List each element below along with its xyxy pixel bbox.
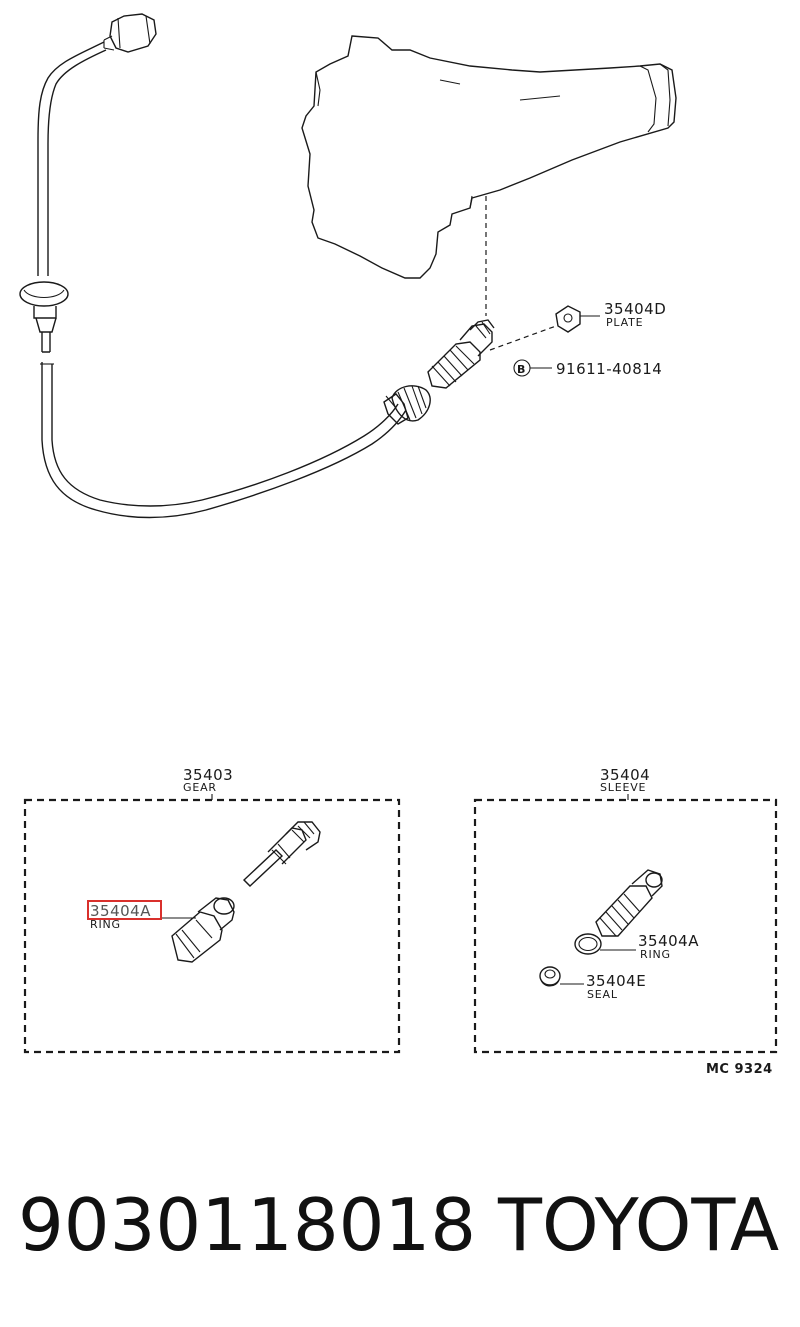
bolt-part-number: 91611-40814	[556, 360, 662, 378]
sleeve-kit-seal-part-number: 35404E	[586, 972, 646, 990]
sleeve-kit-part-number: 35404	[600, 766, 650, 784]
bolt-symbol: B	[517, 363, 525, 376]
gear-kit-label: GEAR	[183, 781, 217, 794]
footer-part-number: 9030118018	[18, 1183, 477, 1267]
sleeve-kit-ring-label: RING	[640, 948, 671, 961]
plate-part-number: 35404D	[604, 300, 666, 318]
plate-35404d	[555, 305, 600, 333]
gear-kit-box	[23, 798, 401, 1054]
gear-kit-ring-label: RING	[90, 918, 121, 931]
diagram-canvas: 35404D PLATE B 91611-40814 35403 GEAR 35…	[19, 13, 778, 1077]
driven-gear-sleeve	[427, 319, 495, 389]
gear-kit-ring-part-number: 35404A	[90, 902, 151, 920]
sleeve-kit-ring-part-number: 35404A	[638, 932, 699, 950]
speedometer-cable	[19, 13, 431, 519]
alignment-line-plate	[489, 325, 557, 351]
transmission-housing	[301, 35, 677, 279]
sleeve-kit-sleeve	[595, 869, 663, 937]
product-footer: 9030118018 TOYOTA	[0, 1175, 800, 1275]
ring-highlight-box	[87, 900, 162, 920]
plate-label: PLATE	[606, 316, 643, 329]
driven-gear-shaft	[242, 821, 321, 887]
oil-seal	[539, 966, 584, 987]
gear-kit-sleeve	[171, 897, 235, 963]
sleeve-kit-label: SLEEVE	[600, 781, 646, 794]
diagram-reference-code: MC 9324	[706, 1062, 773, 1077]
sleeve-kit-box	[473, 798, 778, 1054]
bolt-callout: B	[513, 359, 552, 377]
o-ring	[574, 933, 636, 955]
gear-kit-part-number: 35403	[183, 766, 233, 784]
sleeve-kit-seal-label: SEAL	[587, 988, 618, 1001]
footer-brand: TOYOTA	[498, 1183, 780, 1267]
